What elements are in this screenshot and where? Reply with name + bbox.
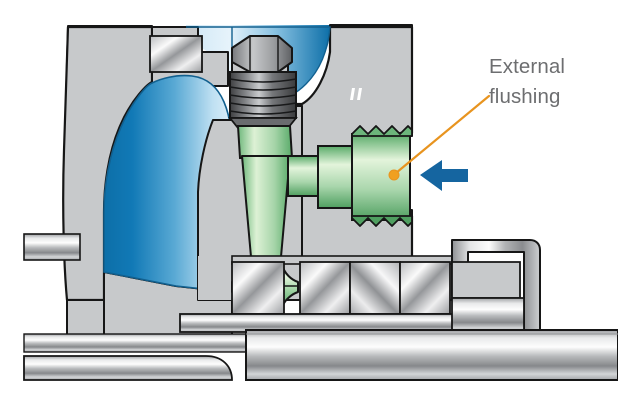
shaft bbox=[23, 329, 618, 381]
leader-dot bbox=[388, 169, 400, 181]
callout-label: External flushing bbox=[489, 55, 566, 108]
steel-insert-block bbox=[149, 35, 203, 73]
flushing-port bbox=[287, 125, 413, 227]
bearing-end-cap bbox=[451, 239, 541, 333]
shaft-band-left bbox=[23, 333, 247, 353]
shaft-main bbox=[245, 329, 618, 381]
roller-1 bbox=[299, 261, 351, 315]
callout-leader bbox=[388, 94, 491, 181]
flow-direction-arrow bbox=[420, 160, 468, 191]
housing-highlight-mark bbox=[350, 88, 362, 100]
left-bore-cylinder bbox=[23, 233, 81, 261]
roller-2 bbox=[349, 261, 401, 315]
roller-3 bbox=[399, 261, 451, 315]
leader-line bbox=[394, 94, 491, 175]
bearing-cage-left bbox=[231, 261, 285, 315]
shaft-lower-left bbox=[23, 355, 233, 381]
hex-bolt-plug bbox=[228, 35, 298, 129]
tapered-roller-bearing bbox=[179, 255, 481, 333]
